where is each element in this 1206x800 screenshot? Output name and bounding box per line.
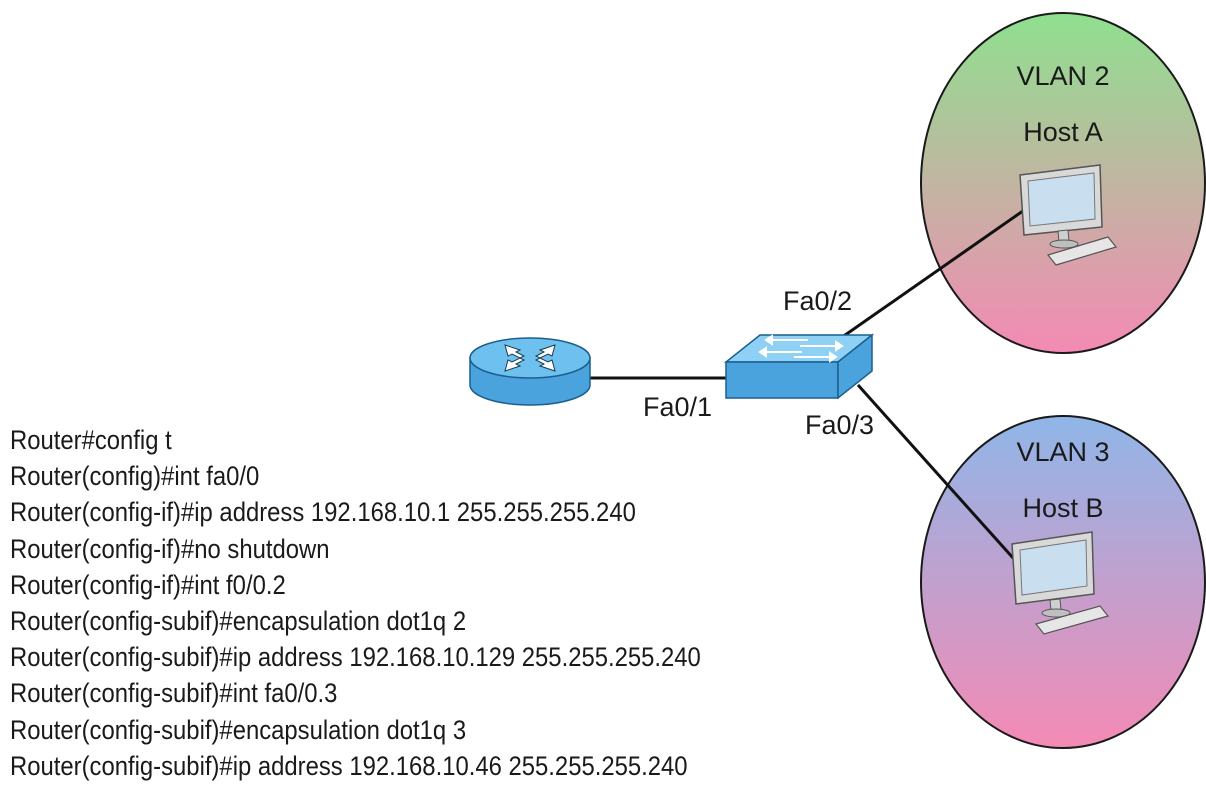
router-config-commands: Router#config t Router(config)#int fa0/0…	[10, 422, 701, 784]
host-b-label: Host B	[1022, 493, 1103, 523]
config-line: Router(config-if)#int f0/0.2	[10, 569, 286, 600]
link-switch-host-a	[837, 204, 1031, 342]
port-fa0-3-label: Fa0/3	[805, 410, 874, 440]
config-line: Router(config-if)#ip address 192.168.10.…	[10, 497, 636, 528]
port-fa0-1-label: Fa0/1	[643, 392, 712, 422]
host-a-computer-icon	[1019, 164, 1118, 266]
vlan3-label: VLAN 3	[1016, 437, 1109, 467]
config-line: Router(config-subif)#encapsulation dot1q…	[10, 606, 467, 637]
links	[590, 204, 1031, 570]
config-line: Router#config t	[10, 425, 172, 455]
port-fa0-2-label: Fa0/2	[783, 286, 852, 316]
config-line: Router(config-if)#no shutdown	[10, 533, 330, 564]
config-line: Router(config-subif)#ip address 192.168.…	[10, 642, 701, 673]
link-switch-host-b	[856, 383, 1024, 570]
config-line: Router(config-subif)#int fa0/0.3	[10, 678, 338, 709]
host-a-label: Host A	[1023, 117, 1103, 147]
config-line: Router(config-subif)#ip address 192.168.…	[10, 750, 688, 781]
host-b-computer-icon	[1011, 531, 1110, 635]
switch-icon	[723, 333, 875, 400]
router-icon	[469, 337, 591, 406]
config-line: Router(config-subif)#encapsulation dot1q…	[10, 714, 467, 745]
config-line: Router(config)#int fa0/0	[10, 461, 260, 492]
vlan2-label: VLAN 2	[1016, 61, 1109, 91]
